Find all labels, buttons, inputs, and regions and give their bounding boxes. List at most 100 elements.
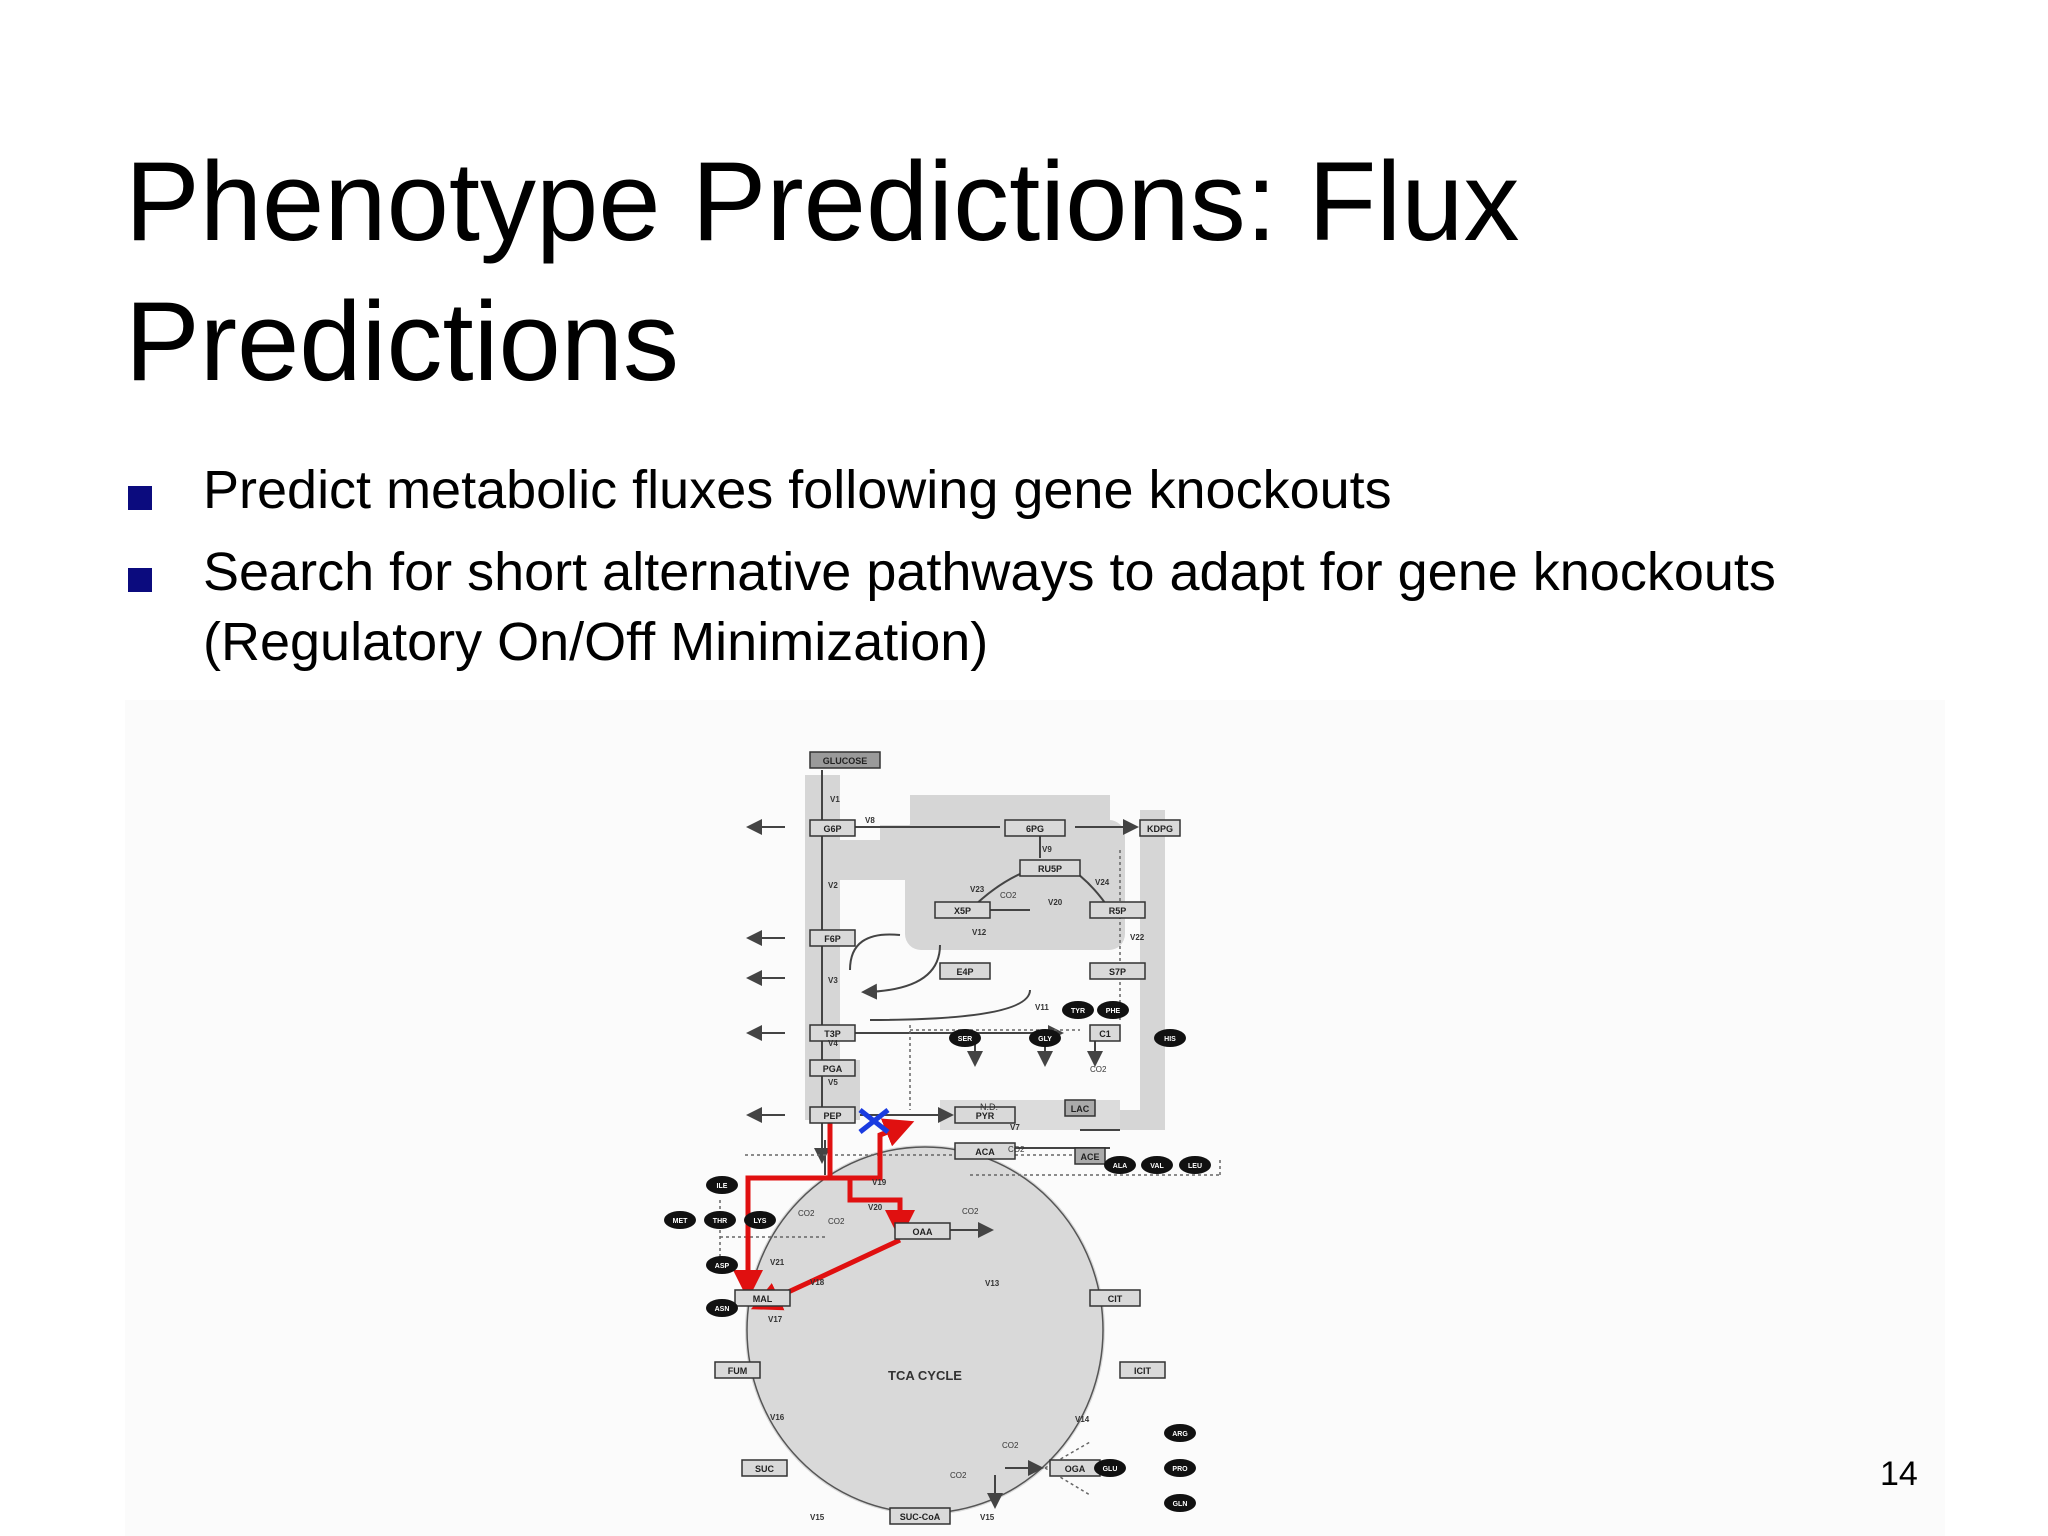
metabolite-box-label: FUM: [728, 1366, 748, 1376]
amino-acid-label: MET: [673, 1218, 689, 1225]
metabolite-box-label: KDPG: [1147, 824, 1173, 834]
flux-label-v12: V12: [972, 928, 987, 937]
metabolite-box-label: PEP: [823, 1111, 841, 1121]
flux-label-v20a: V20: [1048, 898, 1063, 907]
amino-acid-label: ASP: [715, 1263, 730, 1270]
flux-label-v24: V24: [1095, 878, 1110, 887]
amino-acid-thr: THR: [704, 1211, 736, 1229]
amino-acid-arg: ARG: [1164, 1424, 1196, 1442]
metabolite-box-pep: PEP: [809, 1106, 856, 1124]
metabolite-box-label: ACA: [975, 1147, 995, 1157]
amino-acid-label: ASN: [715, 1306, 730, 1313]
metabolite-box-ace: ACE: [1074, 1147, 1106, 1165]
flux-label-v21: V21: [770, 1258, 785, 1267]
amino-acid-ile: ILE: [706, 1176, 738, 1194]
bullet-square-icon: [128, 486, 152, 510]
flux-label-v15a: V15: [810, 1513, 825, 1522]
metabolite-box-label: X5P: [954, 906, 971, 916]
flux-label-v18: V18: [810, 1278, 825, 1287]
metabolite-box-oaa: OAA: [894, 1222, 951, 1240]
co2-label: CO2: [1000, 891, 1017, 900]
metabolite-box-cit: CIT: [1089, 1289, 1141, 1307]
metabolite-box-aca: ACA: [954, 1142, 1016, 1160]
flux-label-v19: V19: [872, 1178, 887, 1187]
metabolite-box-label: G6P: [823, 824, 841, 834]
amino-acid-label: ALA: [1113, 1163, 1127, 1170]
metabolite-box-label: SUC: [755, 1464, 775, 1474]
metabolite-box-c1: C1: [1089, 1024, 1121, 1042]
co2-label: CO2: [1002, 1441, 1019, 1450]
amino-acid-label: GLN: [1173, 1501, 1188, 1508]
co2-label: CO2: [1008, 1145, 1025, 1154]
amino-acid-label: GLU: [1103, 1466, 1118, 1473]
amino-acid-label: PHE: [1106, 1008, 1121, 1015]
amino-acid-label: VAL: [1150, 1163, 1164, 1170]
metabolite-box-f6p: F6P: [809, 929, 856, 947]
co2-label: CO2: [962, 1207, 979, 1216]
knockout-x-icon: [858, 1108, 890, 1134]
metabolite-box-label: CIT: [1108, 1294, 1123, 1304]
metabolite-box-fum: FUM: [714, 1361, 761, 1379]
amino-acid-label: TYR: [1071, 1008, 1085, 1015]
amino-acid-phe: PHE: [1097, 1001, 1129, 1019]
flux-label-v7: V7: [1010, 1123, 1020, 1132]
metabolite-box-icit: ICIT: [1119, 1361, 1166, 1379]
metabolite-box-ru5p: RU5P: [1019, 859, 1081, 877]
co2-label: CO2: [950, 1471, 967, 1480]
metabolite-box-lac: LAC: [1064, 1099, 1096, 1117]
amino-acid-ala: ALA: [1104, 1156, 1136, 1174]
slide-title: Phenotype Predictions: Flux Predictions: [125, 132, 1825, 412]
metabolite-box-t3p: T3P: [809, 1024, 856, 1042]
flux-label-v14: V14: [1075, 1415, 1090, 1424]
nd-label: N.D.: [980, 1102, 998, 1112]
flux-label-v11: V11: [1035, 1003, 1049, 1012]
metabolite-box-label: OGA: [1065, 1464, 1086, 1474]
metabolite-box-label: MAL: [753, 1294, 773, 1304]
amino-acid-gln: GLN: [1164, 1494, 1196, 1512]
flux-label-v15b: V15: [980, 1513, 995, 1522]
metabolite-box-label: SUC-CoA: [900, 1512, 941, 1522]
metabolite-box-label: T3P: [824, 1029, 841, 1039]
bullet-text-line2: (Regulatory On/Off Minimization): [203, 612, 989, 672]
flux-label-v16: V16: [770, 1413, 785, 1422]
amino-acid-glu: GLU: [1094, 1459, 1126, 1477]
amino-acid-his: HIS: [1154, 1029, 1186, 1047]
co2-label: CO2: [1090, 1065, 1107, 1074]
flux-label-v3: V3: [828, 976, 838, 985]
amino-acid-label: SER: [958, 1036, 972, 1043]
metabolite-box-glucose: GLUCOSE: [809, 751, 881, 769]
metabolite-box-e4p: E4P: [939, 962, 991, 980]
amino-acid-lys: LYS: [744, 1211, 776, 1229]
flux-label-v22: V22: [1130, 933, 1145, 942]
tca-cycle-label: TCA CYCLE: [888, 1368, 962, 1383]
metabolite-box-label: ACE: [1080, 1152, 1099, 1162]
amino-acid-met: MET: [664, 1211, 696, 1229]
amino-acid-label: ARG: [1172, 1431, 1188, 1438]
amino-acid-label: HIS: [1164, 1036, 1176, 1043]
co2-label: CO2: [798, 1209, 815, 1218]
flux-label-v5: V5: [828, 1078, 838, 1087]
metabolite-box-label: S7P: [1109, 967, 1126, 977]
flux-label-v20b: V20: [868, 1203, 883, 1212]
metabolite-box-label: OAA: [913, 1227, 934, 1237]
metabolite-box-label: C1: [1099, 1029, 1111, 1039]
amino-acid-pro: PRO: [1164, 1459, 1196, 1477]
metabolite-box-g6p: G6P: [809, 819, 856, 837]
metabolite-box-s7p: S7P: [1089, 962, 1146, 980]
metabolite-box-pga: PGA: [809, 1059, 856, 1077]
metabolite-box-label: E4P: [956, 967, 973, 977]
flux-label-v4: V4: [828, 1039, 838, 1048]
metabolite-box-label: GLUCOSE: [823, 756, 868, 766]
metabolite-box-label: RU5P: [1038, 864, 1062, 874]
amino-acid-label: PRO: [1172, 1466, 1188, 1473]
amino-acid-leu: LEU: [1179, 1156, 1211, 1174]
bullet-list: Predict metabolic fluxes following gene …: [125, 455, 1975, 689]
flux-lines: [746, 770, 1139, 1509]
metabolite-box-kdpg: KDPG: [1139, 819, 1181, 837]
page-number: 14: [1880, 1455, 1918, 1493]
amino-acid-label: THR: [713, 1218, 727, 1225]
amino-acid-label: GLY: [1038, 1036, 1052, 1043]
bullet-square-icon: [128, 568, 152, 592]
